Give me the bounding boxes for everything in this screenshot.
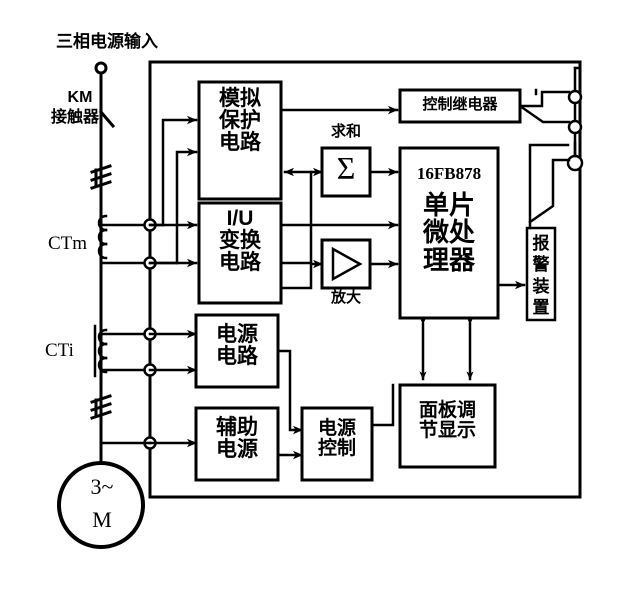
block-power-circuit-label: 电源 电路 bbox=[216, 323, 258, 369]
block-power-control-label: 电源 控制 bbox=[317, 418, 356, 459]
motor-symbol-label: M bbox=[92, 507, 112, 532]
page-title: 三相电源输入 bbox=[56, 32, 158, 51]
amplifier-block-caption: 放大 bbox=[330, 289, 361, 306]
contactor-label-km: KM bbox=[67, 89, 93, 106]
ct-aux-label: CTi bbox=[45, 340, 74, 361]
summing-sigma-symbol: Σ bbox=[336, 150, 356, 186]
ct-main-label: CTm bbox=[48, 233, 88, 254]
mcu-part-number: 16FB878 bbox=[416, 164, 482, 183]
motor-phase-label: 3~ bbox=[90, 474, 114, 499]
summing-block-caption: 求和 bbox=[330, 123, 361, 140]
block-panel-display-label: 面板调 节显示 bbox=[418, 400, 476, 441]
block-mcu-label: 单片 微处 理器 bbox=[422, 190, 475, 275]
contactor-label-text: 接触器 bbox=[50, 109, 99, 126]
block-iu-convert-label: I/U 变换 电路 bbox=[219, 207, 261, 275]
block-alarm-device-label: 报警装置 bbox=[532, 234, 550, 317]
block-analog-protect-label: 模拟 保护 电路 bbox=[219, 87, 261, 155]
block-control-relay-label: 控制继电器 bbox=[422, 96, 498, 113]
block-aux-power-label: 辅助 电源 bbox=[216, 416, 258, 462]
